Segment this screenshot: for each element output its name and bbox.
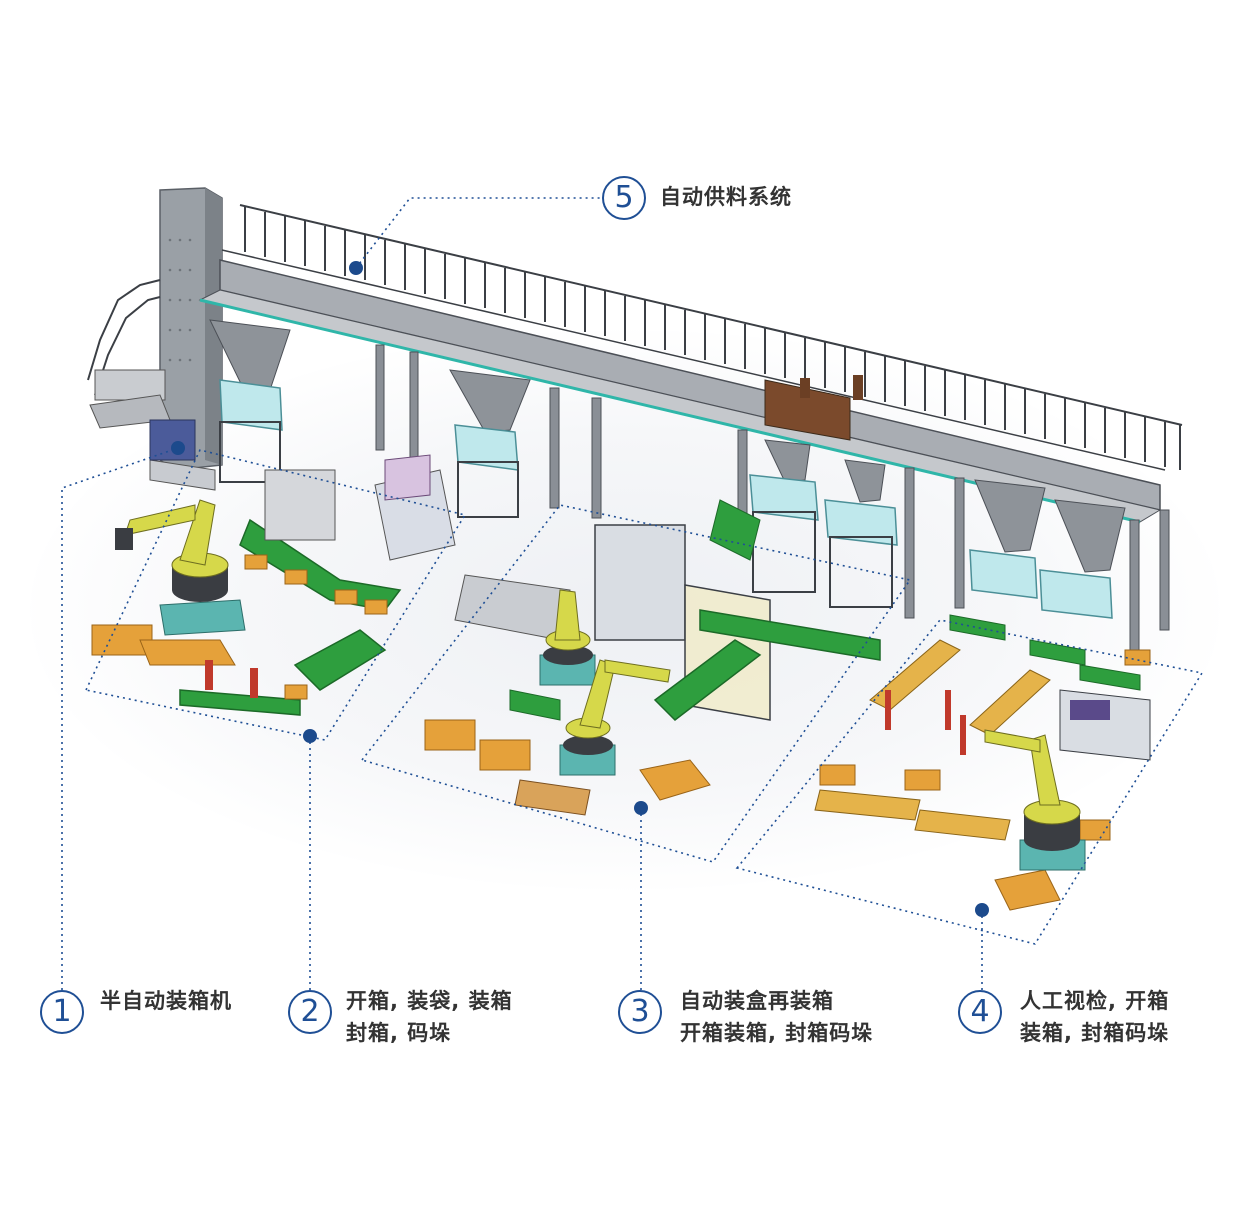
marker-5 <box>349 261 363 275</box>
callout-1-number: 1 <box>40 990 84 1034</box>
zone-3-outline <box>360 504 912 863</box>
markers <box>171 261 989 917</box>
leader-5 <box>355 197 600 269</box>
zone-outlines <box>84 449 1204 945</box>
callout-4-label-line1: 人工视检, 开箱 <box>1020 989 1170 1013</box>
callout-4-number: 4 <box>958 990 1002 1034</box>
robot-arm-1 <box>115 499 246 636</box>
marker-1 <box>171 441 185 455</box>
marker-2 <box>303 729 317 743</box>
zone-3-line <box>424 499 881 816</box>
elevated-walkway <box>198 204 1183 651</box>
hoppers <box>209 319 1126 619</box>
callout-3-number: 3 <box>618 990 662 1034</box>
zone-2-line <box>91 419 456 716</box>
callout-3-label-line1: 自动装盒再装箱 <box>680 989 834 1013</box>
callout-2-label-line2: 封箱, 码垛 <box>346 1021 452 1045</box>
zone-4-line <box>814 614 1151 911</box>
marker-3 <box>634 801 648 815</box>
callout-2-label-line1: 开箱, 装袋, 装箱 <box>346 989 513 1013</box>
callout-4-label-line2: 装箱, 封箱码垛 <box>1020 1021 1170 1045</box>
callout-1-label: 半自动装箱机 <box>100 989 232 1013</box>
zone-4-outline <box>735 619 1204 945</box>
callout-2-number: 2 <box>288 990 332 1034</box>
callout-5-number: 5 <box>602 176 646 220</box>
callout-5-label: 自动供料系统 <box>660 185 792 209</box>
leader-lines <box>61 197 983 990</box>
feeding-tower <box>87 187 223 471</box>
marker-4 <box>975 903 989 917</box>
leader-1 <box>61 447 179 990</box>
callout-3-label-line2: 开箱装箱, 封箱码垛 <box>680 1021 874 1045</box>
